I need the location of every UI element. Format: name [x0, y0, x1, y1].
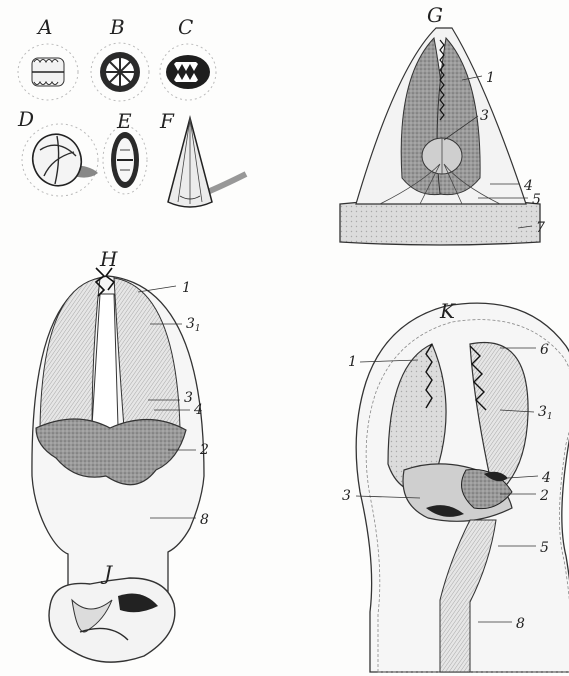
label-g-5: 5	[532, 192, 541, 208]
panel-b-jaw-apparatus	[91, 43, 149, 101]
panel-label-d: D	[17, 107, 34, 131]
label-h-3-1: 31	[186, 316, 201, 334]
label-k-4: 4	[541, 470, 551, 486]
panel-k-mastax-lateral	[356, 303, 569, 672]
label-k-8: 8	[516, 616, 525, 632]
label-k-1: 1	[348, 354, 357, 370]
label-h-1: 1	[182, 280, 191, 296]
label-h-3-1-base: 3	[186, 316, 195, 332]
panel-label-a: A	[36, 15, 52, 39]
label-h-3-1-sub: 1	[195, 324, 201, 334]
panel-f-jaw-apparatus	[168, 118, 246, 207]
panel-e-jaw-apparatus	[103, 126, 147, 194]
label-k-5: 5	[540, 540, 549, 556]
panel-c-jaw-apparatus	[160, 44, 216, 100]
label-h-3: 3	[184, 390, 193, 406]
panel-h-mastax-dorsal	[32, 268, 204, 604]
panel-g-mastax-front	[340, 28, 540, 245]
label-k-3-1-base: 3	[538, 404, 547, 420]
panel-a-jaw-apparatus	[18, 44, 78, 100]
panel-label-g: G	[427, 3, 443, 27]
panel-label-h: H	[99, 247, 118, 271]
label-g-3: 3	[480, 108, 489, 124]
panel-j-mastax-detail	[49, 578, 175, 662]
label-k-6: 6	[540, 342, 549, 358]
label-k-2: 2	[539, 488, 549, 504]
label-g-7: 7	[536, 220, 545, 236]
panel-label-f: F	[159, 109, 175, 133]
label-h-8: 8	[200, 512, 209, 528]
panel-label-e: E	[116, 109, 132, 133]
label-k-3-1-sub: 1	[547, 412, 553, 422]
panel-label-c: C	[178, 15, 193, 39]
label-h-2: 2	[199, 442, 209, 458]
label-g-1: 1	[486, 70, 495, 86]
panel-label-k: K	[439, 299, 456, 323]
panel-d-jaw-apparatus	[22, 124, 98, 196]
label-k-3: 3	[342, 488, 351, 504]
panel-label-b: B	[109, 15, 125, 39]
label-h-4: 4	[193, 402, 203, 418]
